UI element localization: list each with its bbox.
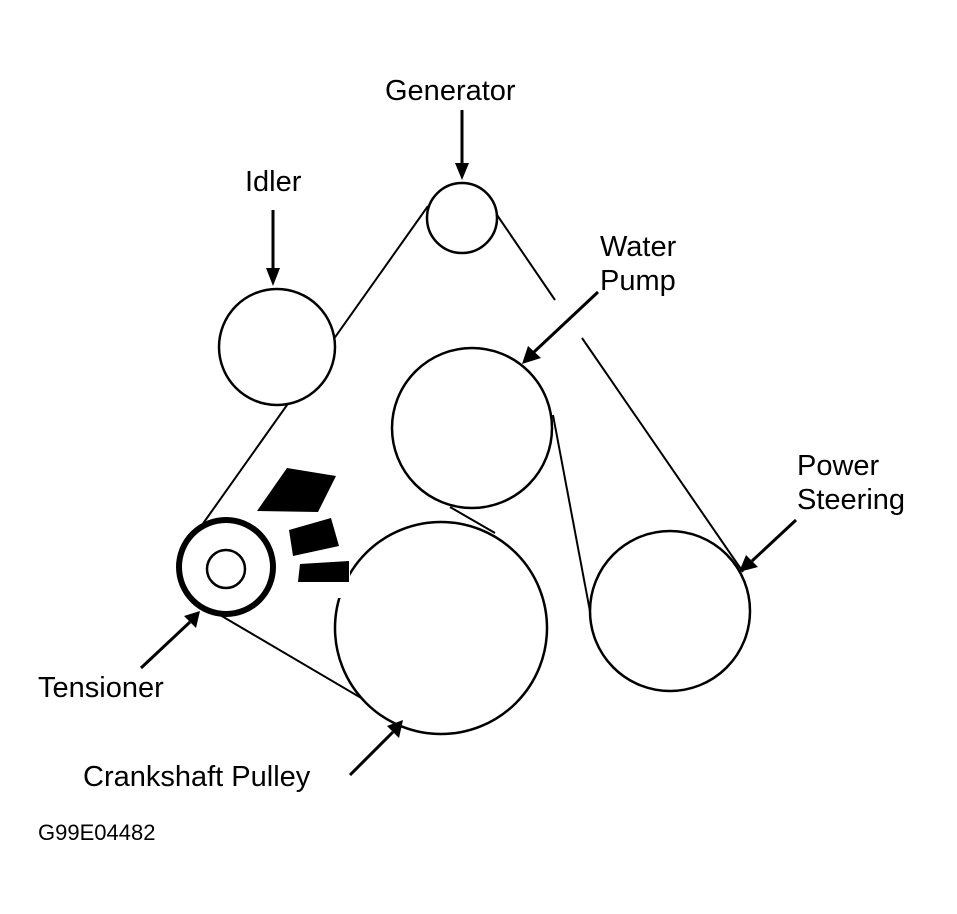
water-pump-leader-arrow — [522, 290, 600, 364]
belt-run-generator-power-steering-upper — [494, 211, 556, 301]
tensioner-rotation-arrow — [257, 468, 349, 582]
power-steering-leader-arrow — [739, 518, 798, 572]
power-steering-label-line2: Steering — [797, 484, 905, 516]
belt-run-water-pump-crankshaft — [449, 506, 496, 534]
crankshaft-pulley-label: Crankshaft Pulley — [83, 761, 311, 793]
generator-leader-arrow — [455, 110, 469, 180]
idler-label: Idler — [245, 166, 302, 198]
generator-pulley — [425, 181, 499, 255]
water-pump-label-line1: Water — [600, 231, 677, 263]
water-pump-pulley — [390, 346, 554, 510]
crankshaft-pulley-leader-arrow — [348, 720, 403, 777]
idler-leader-arrow — [266, 210, 280, 286]
belt-run-generator-power-steering-lower — [581, 337, 744, 573]
idler-pulley — [217, 287, 337, 407]
power-steering-label-line1: Power — [797, 450, 880, 482]
tensioner-pulley — [176, 517, 276, 617]
generator-label: Generator — [385, 75, 516, 107]
belt-run-tensioner-crankshaft — [219, 614, 386, 713]
figure-code: G99E04482 — [38, 820, 155, 845]
water-pump-label-line2: Pump — [600, 265, 676, 297]
crankshaft-pulley — [333, 520, 549, 736]
tensioner-leader-arrow — [139, 611, 200, 670]
power-steering-pulley — [588, 529, 752, 693]
belt-run-water-pump-power-steering — [552, 414, 593, 623]
tensioner-label: Tensioner — [38, 672, 164, 704]
